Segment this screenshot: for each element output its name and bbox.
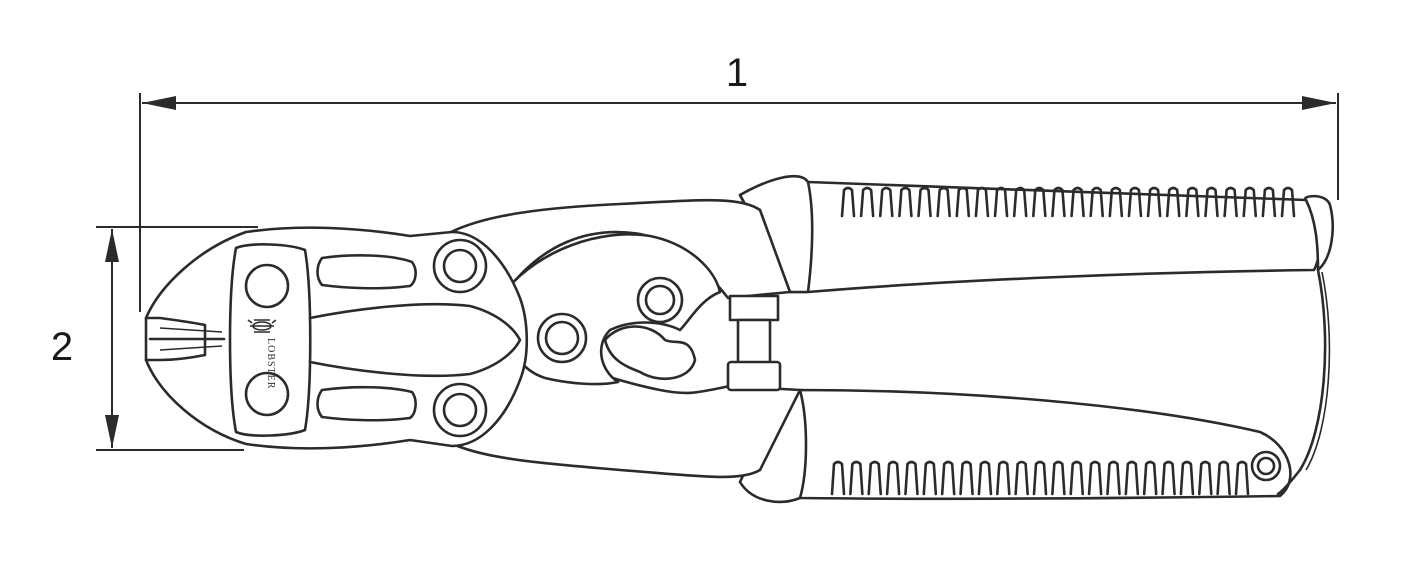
arm-assembly — [428, 198, 802, 479]
grip-rib — [1089, 186, 1104, 218]
grip-rib — [936, 186, 951, 218]
grip-rib — [1106, 460, 1121, 496]
jaw-pivot-top-inner — [442, 248, 478, 284]
grip-rib — [1014, 460, 1029, 496]
handle-lock-spring-inner — [1305, 271, 1331, 471]
jaw-slot-bottom — [316, 385, 417, 422]
lower-handle-ribs — [830, 460, 1250, 496]
grip-rib — [940, 460, 956, 496]
arrowhead-top — [105, 229, 119, 262]
cutter-head: LOBSTER — [144, 226, 529, 450]
grip-rib — [867, 460, 883, 496]
grip-rib — [917, 186, 932, 218]
adjust-bolt-head — [728, 294, 780, 322]
grip-rib — [1204, 186, 1219, 218]
grip-rib — [1146, 186, 1162, 218]
dimension-height: 2 — [51, 226, 258, 451]
grip-rib — [977, 460, 993, 496]
grip-rib — [859, 186, 875, 218]
grip-rib — [1032, 460, 1048, 496]
grip-rib — [878, 186, 894, 218]
jaw-arm-inner-edge — [308, 302, 522, 378]
grip-rib — [1108, 186, 1124, 218]
upper-handle — [738, 174, 1334, 294]
arrowhead-left — [142, 96, 176, 110]
grip-rib — [840, 186, 856, 218]
grip-rib — [1124, 460, 1140, 496]
upper-handle-ribs — [840, 186, 1296, 218]
grip-rib — [1161, 460, 1176, 496]
grip-rib — [1280, 186, 1296, 218]
grip-rib — [1179, 460, 1195, 496]
grip-rib — [1051, 460, 1066, 496]
grip-rib — [1261, 186, 1277, 218]
grip-rib — [1242, 186, 1258, 218]
grip-rib — [1070, 186, 1085, 218]
grip-rib — [922, 460, 938, 496]
upper-handle-grip — [738, 180, 1322, 294]
brand-name: LOBSTER — [265, 338, 276, 389]
dimension-length: 1 — [139, 51, 1339, 312]
adjust-bolt-nut — [726, 360, 782, 392]
grip-rib — [1087, 460, 1103, 496]
grip-rib — [993, 186, 1009, 218]
grip-rib — [1032, 186, 1047, 218]
jaw-bevel-lines — [159, 327, 223, 351]
grip-rib — [1197, 460, 1213, 496]
grip-rib — [904, 460, 919, 496]
arrowhead-bottom — [105, 415, 119, 448]
grip-rib — [1012, 186, 1028, 218]
grip-rib — [830, 460, 846, 496]
grip-rib — [974, 186, 990, 218]
grip-rib — [1069, 460, 1085, 496]
adjust-bolt-shaft — [736, 318, 772, 366]
dimension-label-length: 1 — [726, 51, 748, 95]
arrowhead-right — [1302, 96, 1336, 110]
grip-rib — [1223, 186, 1238, 218]
grip-rib — [849, 460, 864, 496]
cam-link — [603, 325, 697, 380]
grip-rib — [1127, 186, 1143, 218]
grip-rib — [1165, 186, 1181, 218]
dimension-label-height: 2 — [51, 325, 73, 369]
grip-rib — [1234, 460, 1250, 496]
grip-rib — [1216, 460, 1231, 496]
link-pivot-pin-inner — [644, 284, 676, 316]
jaw-slot-top — [316, 254, 417, 290]
upper-handle-end-cap — [1303, 194, 1334, 272]
grip-rib — [955, 186, 971, 218]
grip-rib — [959, 460, 974, 496]
grip-rib — [1185, 186, 1200, 218]
jaw-pivot-bottom-inner — [442, 392, 478, 428]
grip-rib — [1142, 460, 1158, 496]
lower-handle-grip — [738, 388, 1292, 501]
jaw-bolt-bottom — [244, 371, 290, 417]
grip-rib — [885, 460, 901, 496]
jaw-bolt-top — [244, 263, 290, 309]
lower-handle — [738, 388, 1292, 504]
grip-rib — [995, 460, 1011, 496]
handle-lock-spring — [1276, 268, 1327, 496]
lower-handle-rivet-inner — [1256, 456, 1276, 476]
lobster-logo-icon — [247, 319, 277, 333]
grip-rib — [898, 186, 913, 218]
grip-rib — [1051, 186, 1066, 218]
center-pivot-pin-inner — [544, 320, 580, 356]
